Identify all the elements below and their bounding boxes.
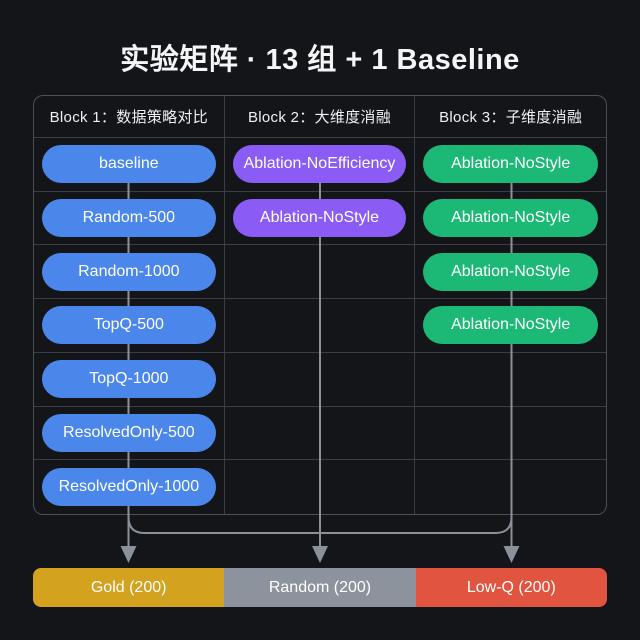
- experiment-pill-topq-1000: TopQ-1000: [42, 360, 216, 399]
- empty-cell: [415, 353, 606, 407]
- empty-cell: [224, 299, 416, 353]
- arrow-down-icon: [503, 546, 520, 563]
- experiment-table: Block 1：数据策略对比 Block 2：大维度消融 Block 3：子维度…: [33, 95, 607, 515]
- eval-segment-gold: Gold (200): [33, 568, 225, 607]
- empty-cell: [224, 406, 416, 461]
- empty-cell: [415, 460, 606, 514]
- arrow-down-icon: [120, 546, 137, 563]
- column-header-block1: Block 1：数据策略对比: [34, 96, 225, 138]
- experiment-pill-topq-500: TopQ-500: [42, 306, 216, 345]
- column-header-block2: Block 2：大维度消融: [224, 96, 416, 138]
- experiment-pill-random-500: Random-500: [42, 199, 216, 238]
- experiment-pill-ablation-nostyle: Ablation-NoStyle: [423, 199, 598, 238]
- empty-cell: [415, 407, 606, 461]
- experiment-pill-ablation-nostyle: Ablation-NoStyle: [232, 199, 407, 238]
- experiment-pill-ablation-nostyle: Ablation-NoStyle: [423, 252, 598, 291]
- experiment-pill-resolvedonly-500: ResolvedOnly-500: [42, 413, 216, 452]
- connector-bus-line: [127, 516, 513, 534]
- arrow-down-icon: [312, 546, 328, 563]
- experiment-pill-ablation-nostyle: Ablation-NoStyle: [423, 306, 598, 345]
- experiment-pill-ablation-nostyle: Ablation-NoStyle: [423, 145, 598, 184]
- empty-cell: [224, 245, 416, 300]
- column-header-block3: Block 3：子维度消融: [415, 96, 606, 138]
- eval-segment-random: Random (200): [224, 568, 416, 607]
- empty-cell: [224, 352, 416, 407]
- empty-cell: [225, 460, 416, 514]
- eval-bar: Gold (200) Random (200) Low-Q (200): [33, 568, 607, 607]
- eval-segment-lowq: Low-Q (200): [415, 568, 607, 607]
- experiment-pill-resolvedonly-1000: ResolvedOnly-1000: [42, 468, 216, 507]
- experiment-pill-ablation-noefficiency: Ablation-NoEfficiency: [232, 145, 407, 184]
- experiment-pill-random-1000: Random-1000: [42, 252, 216, 291]
- experiment-pill-baseline: baseline: [42, 145, 216, 184]
- page-title: 实验矩阵 · 13 组 + 1 Baseline: [120, 44, 520, 76]
